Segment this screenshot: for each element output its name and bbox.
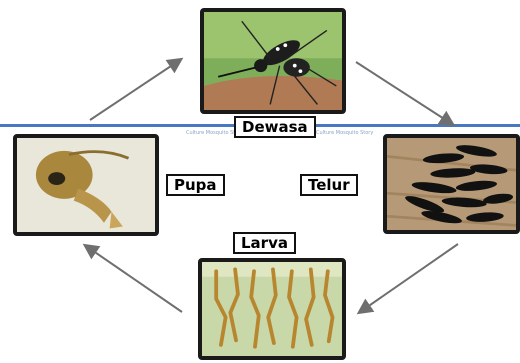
- label-dewasa: Dewasa: [234, 116, 316, 138]
- arrow-telur-to-larva: [360, 244, 458, 312]
- arrow-larva-to-pupa: [86, 246, 182, 312]
- arrow-dewasa-to-telur: [356, 62, 452, 124]
- larva-image: [198, 258, 346, 360]
- label-pupa: Pupa: [166, 174, 225, 196]
- label-telur: Telur: [300, 174, 358, 196]
- adult-mosquito-image: [200, 8, 346, 114]
- arrow-pupa-to-dewasa: [90, 60, 180, 120]
- eggs-image: [383, 134, 520, 234]
- label-larva: Larva: [233, 232, 296, 254]
- pupa-image: [13, 134, 159, 236]
